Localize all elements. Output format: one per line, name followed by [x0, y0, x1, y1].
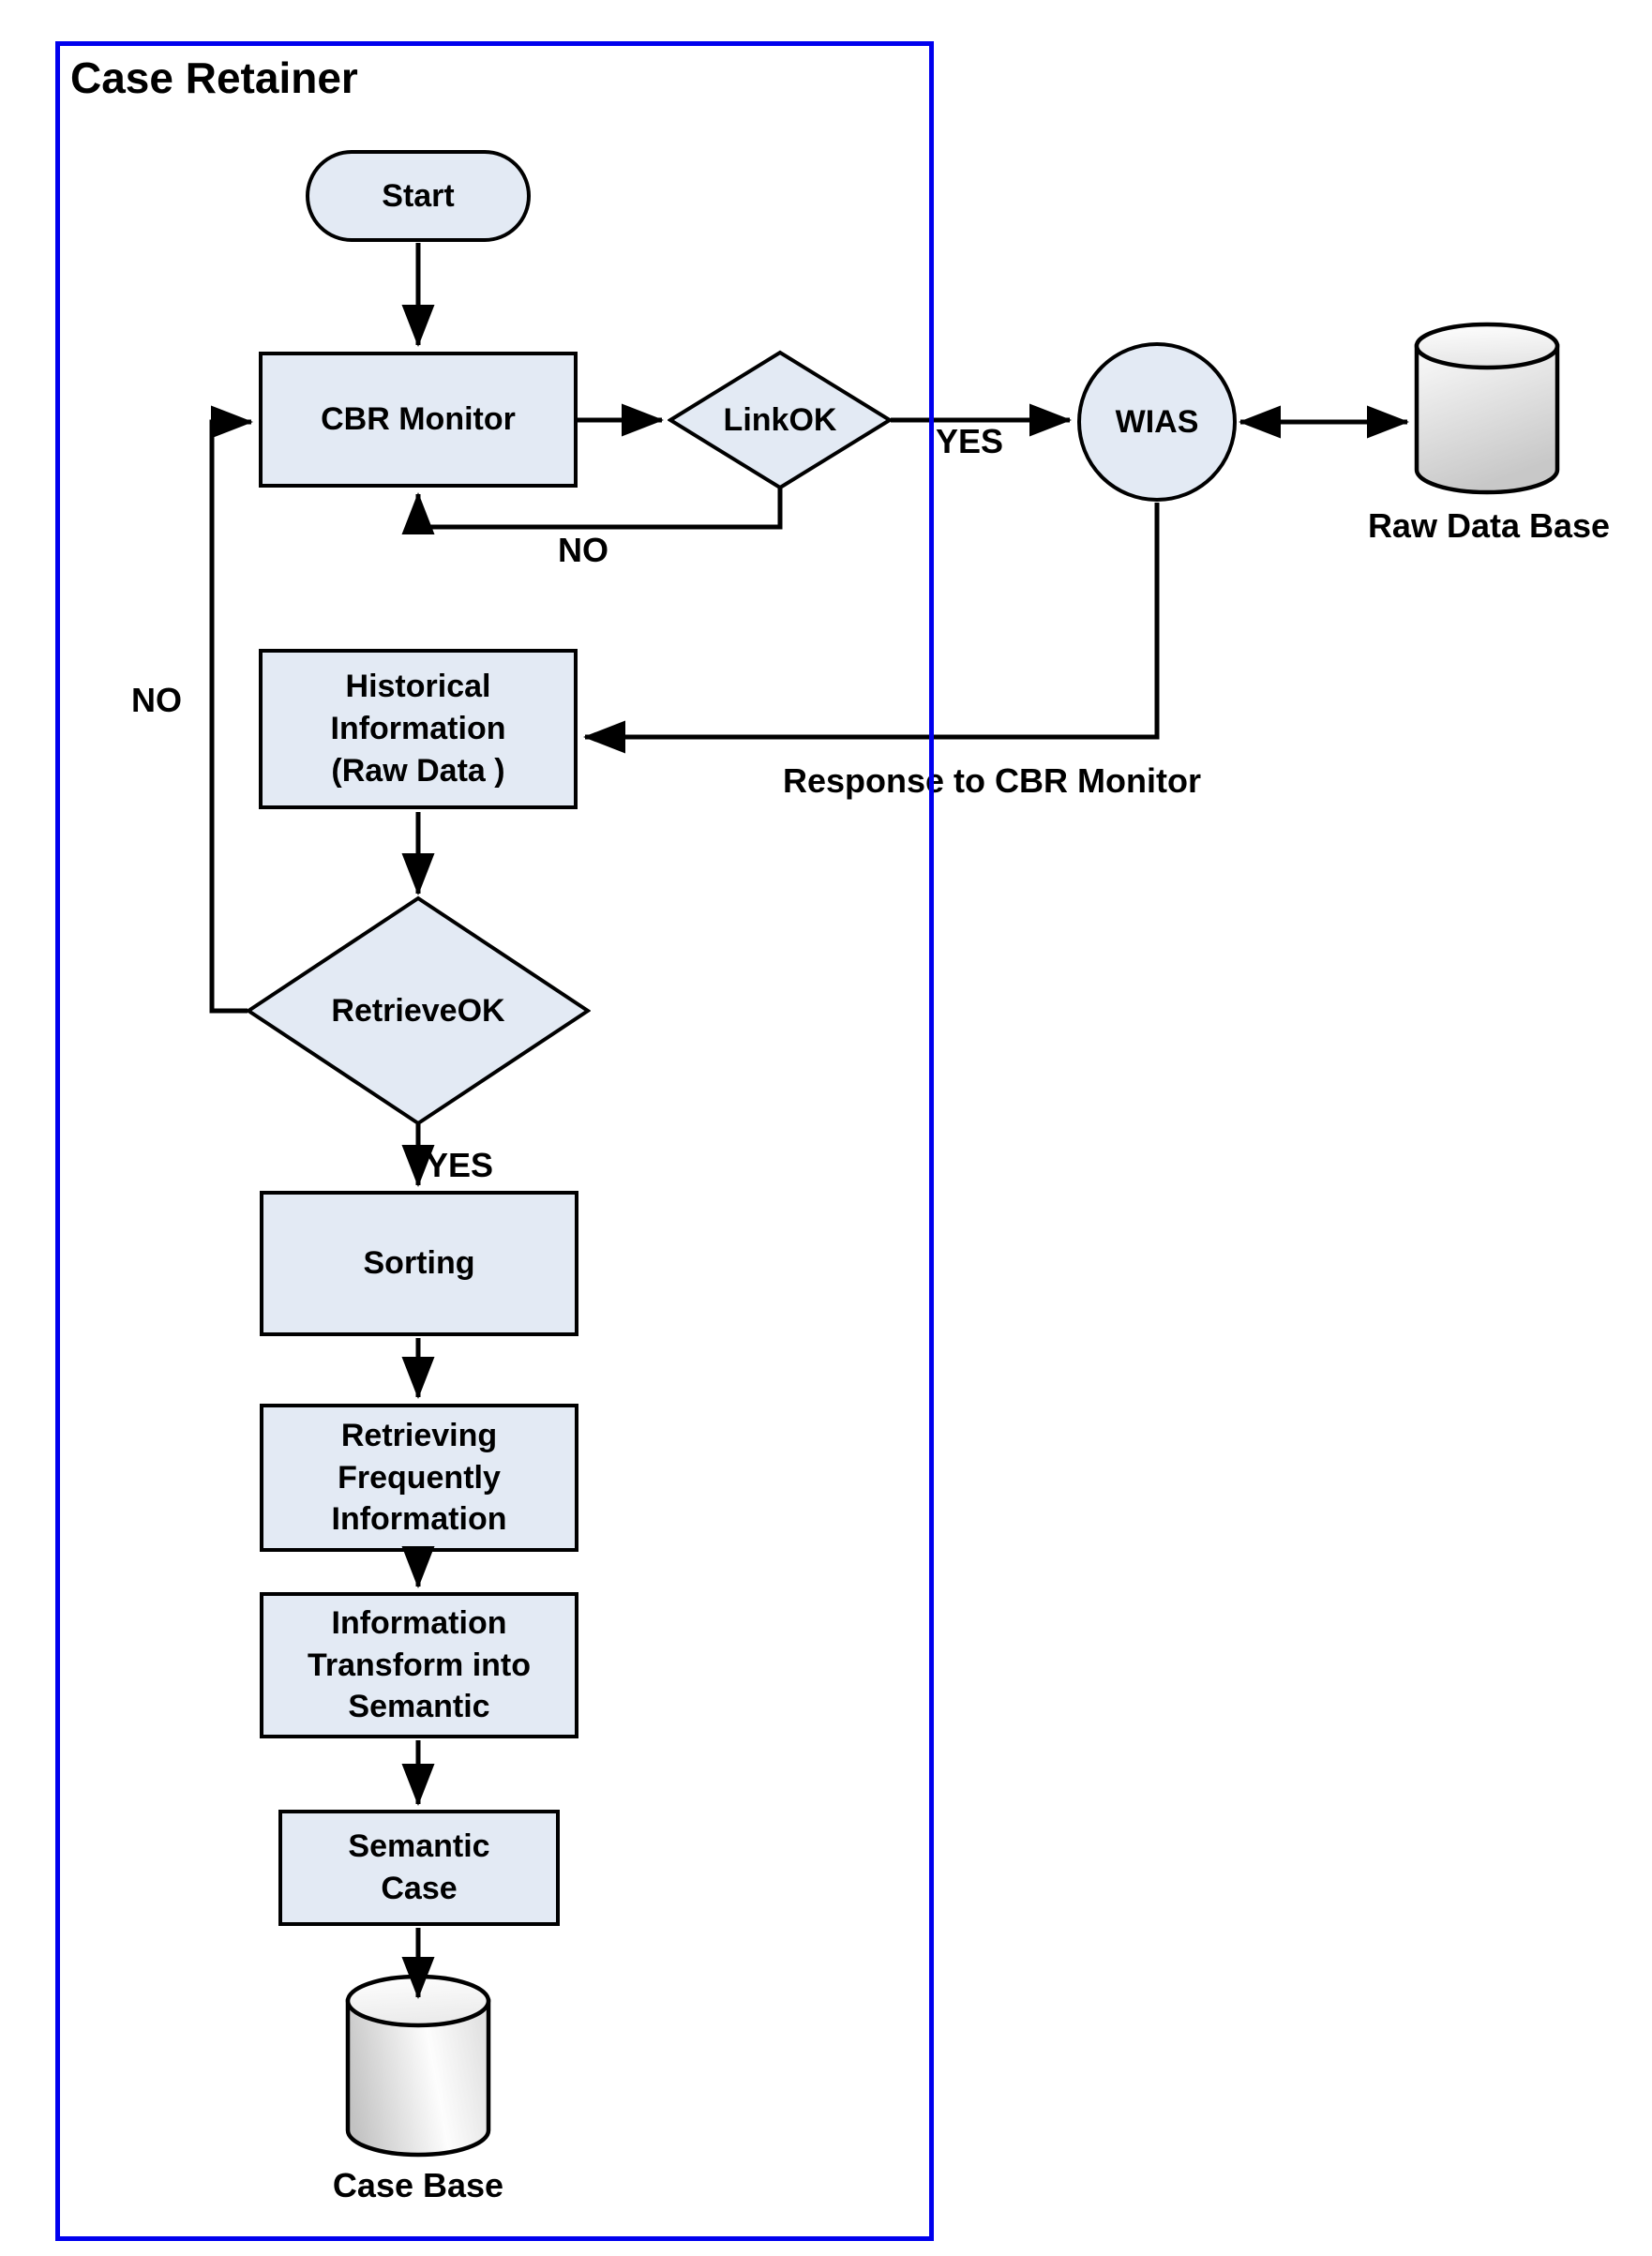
node-semantic-case: Semantic Case: [278, 1810, 560, 1926]
node-retrieving-frequently-information-label: Retrieving Frequently Information: [331, 1417, 507, 1538]
edge-label-linkok-no: NO: [558, 531, 608, 569]
linkok-diamond-shape: [668, 350, 893, 490]
page-title: Case Retainer: [70, 53, 358, 102]
edge-label-linkok-yes: YES: [936, 422, 1004, 460]
edge-label-wias-response: Response to CBR Monitor: [783, 761, 1201, 800]
node-retrieveok: RetrieveOK: [246, 895, 591, 1126]
edge-wias-response-to-historical: [583, 503, 1160, 754]
node-linkok-label: LinkOK: [723, 401, 837, 438]
edge-label-retrieveok-yes: YES: [426, 1146, 494, 1184]
node-retrieveok-label: RetrieveOK: [331, 992, 505, 1029]
case-base-cylinder-shape: [345, 1974, 491, 2158]
node-cbr-monitor: CBR Monitor: [259, 352, 578, 488]
node-sorting-label: Sorting: [363, 1245, 475, 1282]
node-linkok: LinkOK: [668, 350, 893, 490]
node-start: Start: [306, 150, 531, 242]
node-semantic-case-label: Semantic Case: [348, 1828, 490, 1906]
node-retrieving-frequently-information: Retrieving Frequently Information: [260, 1404, 578, 1552]
case-base-caption: Case Base: [332, 2166, 504, 2204]
node-information-transform-into-semantic: Information Transform into Semantic: [260, 1592, 578, 1738]
node-information-transform-into-semantic-label: Information Transform into Semantic: [307, 1604, 532, 1725]
raw-data-base-caption: Raw Data Base: [1367, 506, 1611, 545]
node-cbr-monitor-label: CBR Monitor: [321, 401, 516, 438]
edge-linkok-no-to-cbr-monitor: [401, 489, 783, 535]
node-raw-data-base: [1413, 322, 1561, 496]
retrieveok-diamond-shape: [246, 895, 591, 1126]
node-wias: WIAS: [1077, 342, 1237, 502]
node-historical-information-label: Historical Information (Raw Data ): [330, 669, 506, 789]
raw-data-base-cylinder-shape: [1414, 322, 1560, 495]
node-historical-information: Historical Information (Raw Data ): [259, 649, 578, 809]
edge-label-retrieveok-no: NO: [131, 681, 182, 719]
node-case-base: [344, 1974, 492, 2158]
node-sorting: Sorting: [260, 1191, 578, 1336]
node-wias-label: WIAS: [1115, 403, 1199, 440]
node-start-label: Start: [382, 177, 455, 214]
